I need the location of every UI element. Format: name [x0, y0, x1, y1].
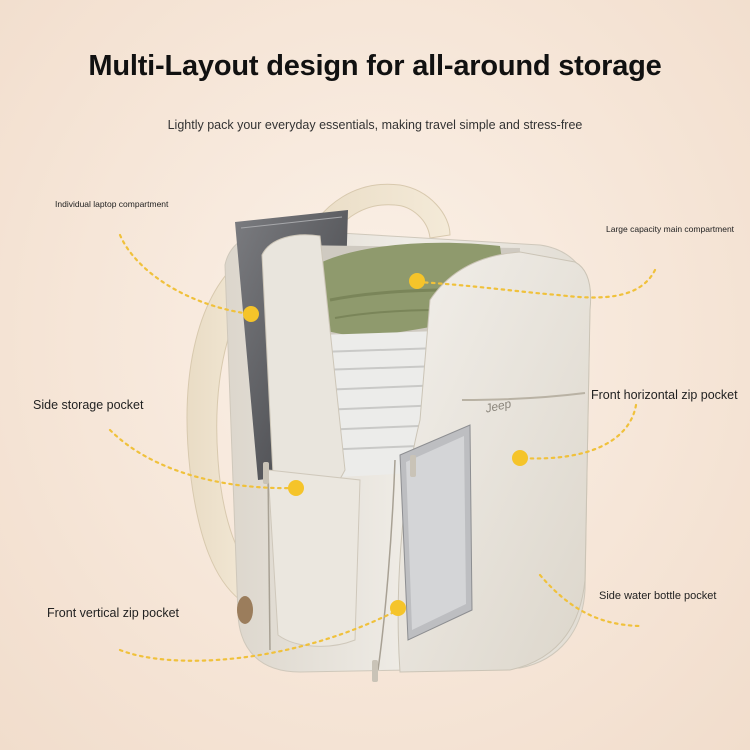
- callout-dot-laptop: [243, 306, 259, 322]
- callout-dot-side-storage: [288, 480, 304, 496]
- leader-main: [416, 268, 657, 299]
- page-subtitle: Lightly pack your everyday essentials, m…: [167, 118, 583, 132]
- callout-front-vertical-label: Front vertical zip pocket: [47, 606, 179, 620]
- leader-front-vertical: [118, 608, 400, 662]
- leader-side-storage: [108, 428, 298, 490]
- callout-main-label: Large capacity main compartment: [606, 224, 735, 234]
- leader-front-horizontal: [518, 403, 638, 460]
- top-handle: [299, 183, 451, 256]
- callout-dot-main: [409, 273, 425, 289]
- zipper-pull: [372, 660, 378, 682]
- callout-water-bottle-label: Side water bottle pocket: [599, 590, 717, 602]
- brand-logo: Jeep: [483, 396, 513, 415]
- leader-laptop: [118, 233, 252, 316]
- page-title: Multi-Layout design for all-around stora…: [88, 50, 662, 82]
- callout-laptop-label: Individual laptop compartment: [55, 199, 169, 209]
- side-pocket-panel: [267, 469, 361, 647]
- callout-front-horizontal-label: Front horizontal zip pocket: [591, 388, 738, 402]
- zipper-pull: [410, 455, 416, 477]
- callout-side-storage-label: Side storage pocket: [33, 398, 144, 412]
- callout-dot-front-vertical: [390, 600, 406, 616]
- callout-dot-front-horizontal: [512, 450, 528, 466]
- zipper-pull: [263, 462, 269, 484]
- leader-water-bottle: [538, 573, 642, 628]
